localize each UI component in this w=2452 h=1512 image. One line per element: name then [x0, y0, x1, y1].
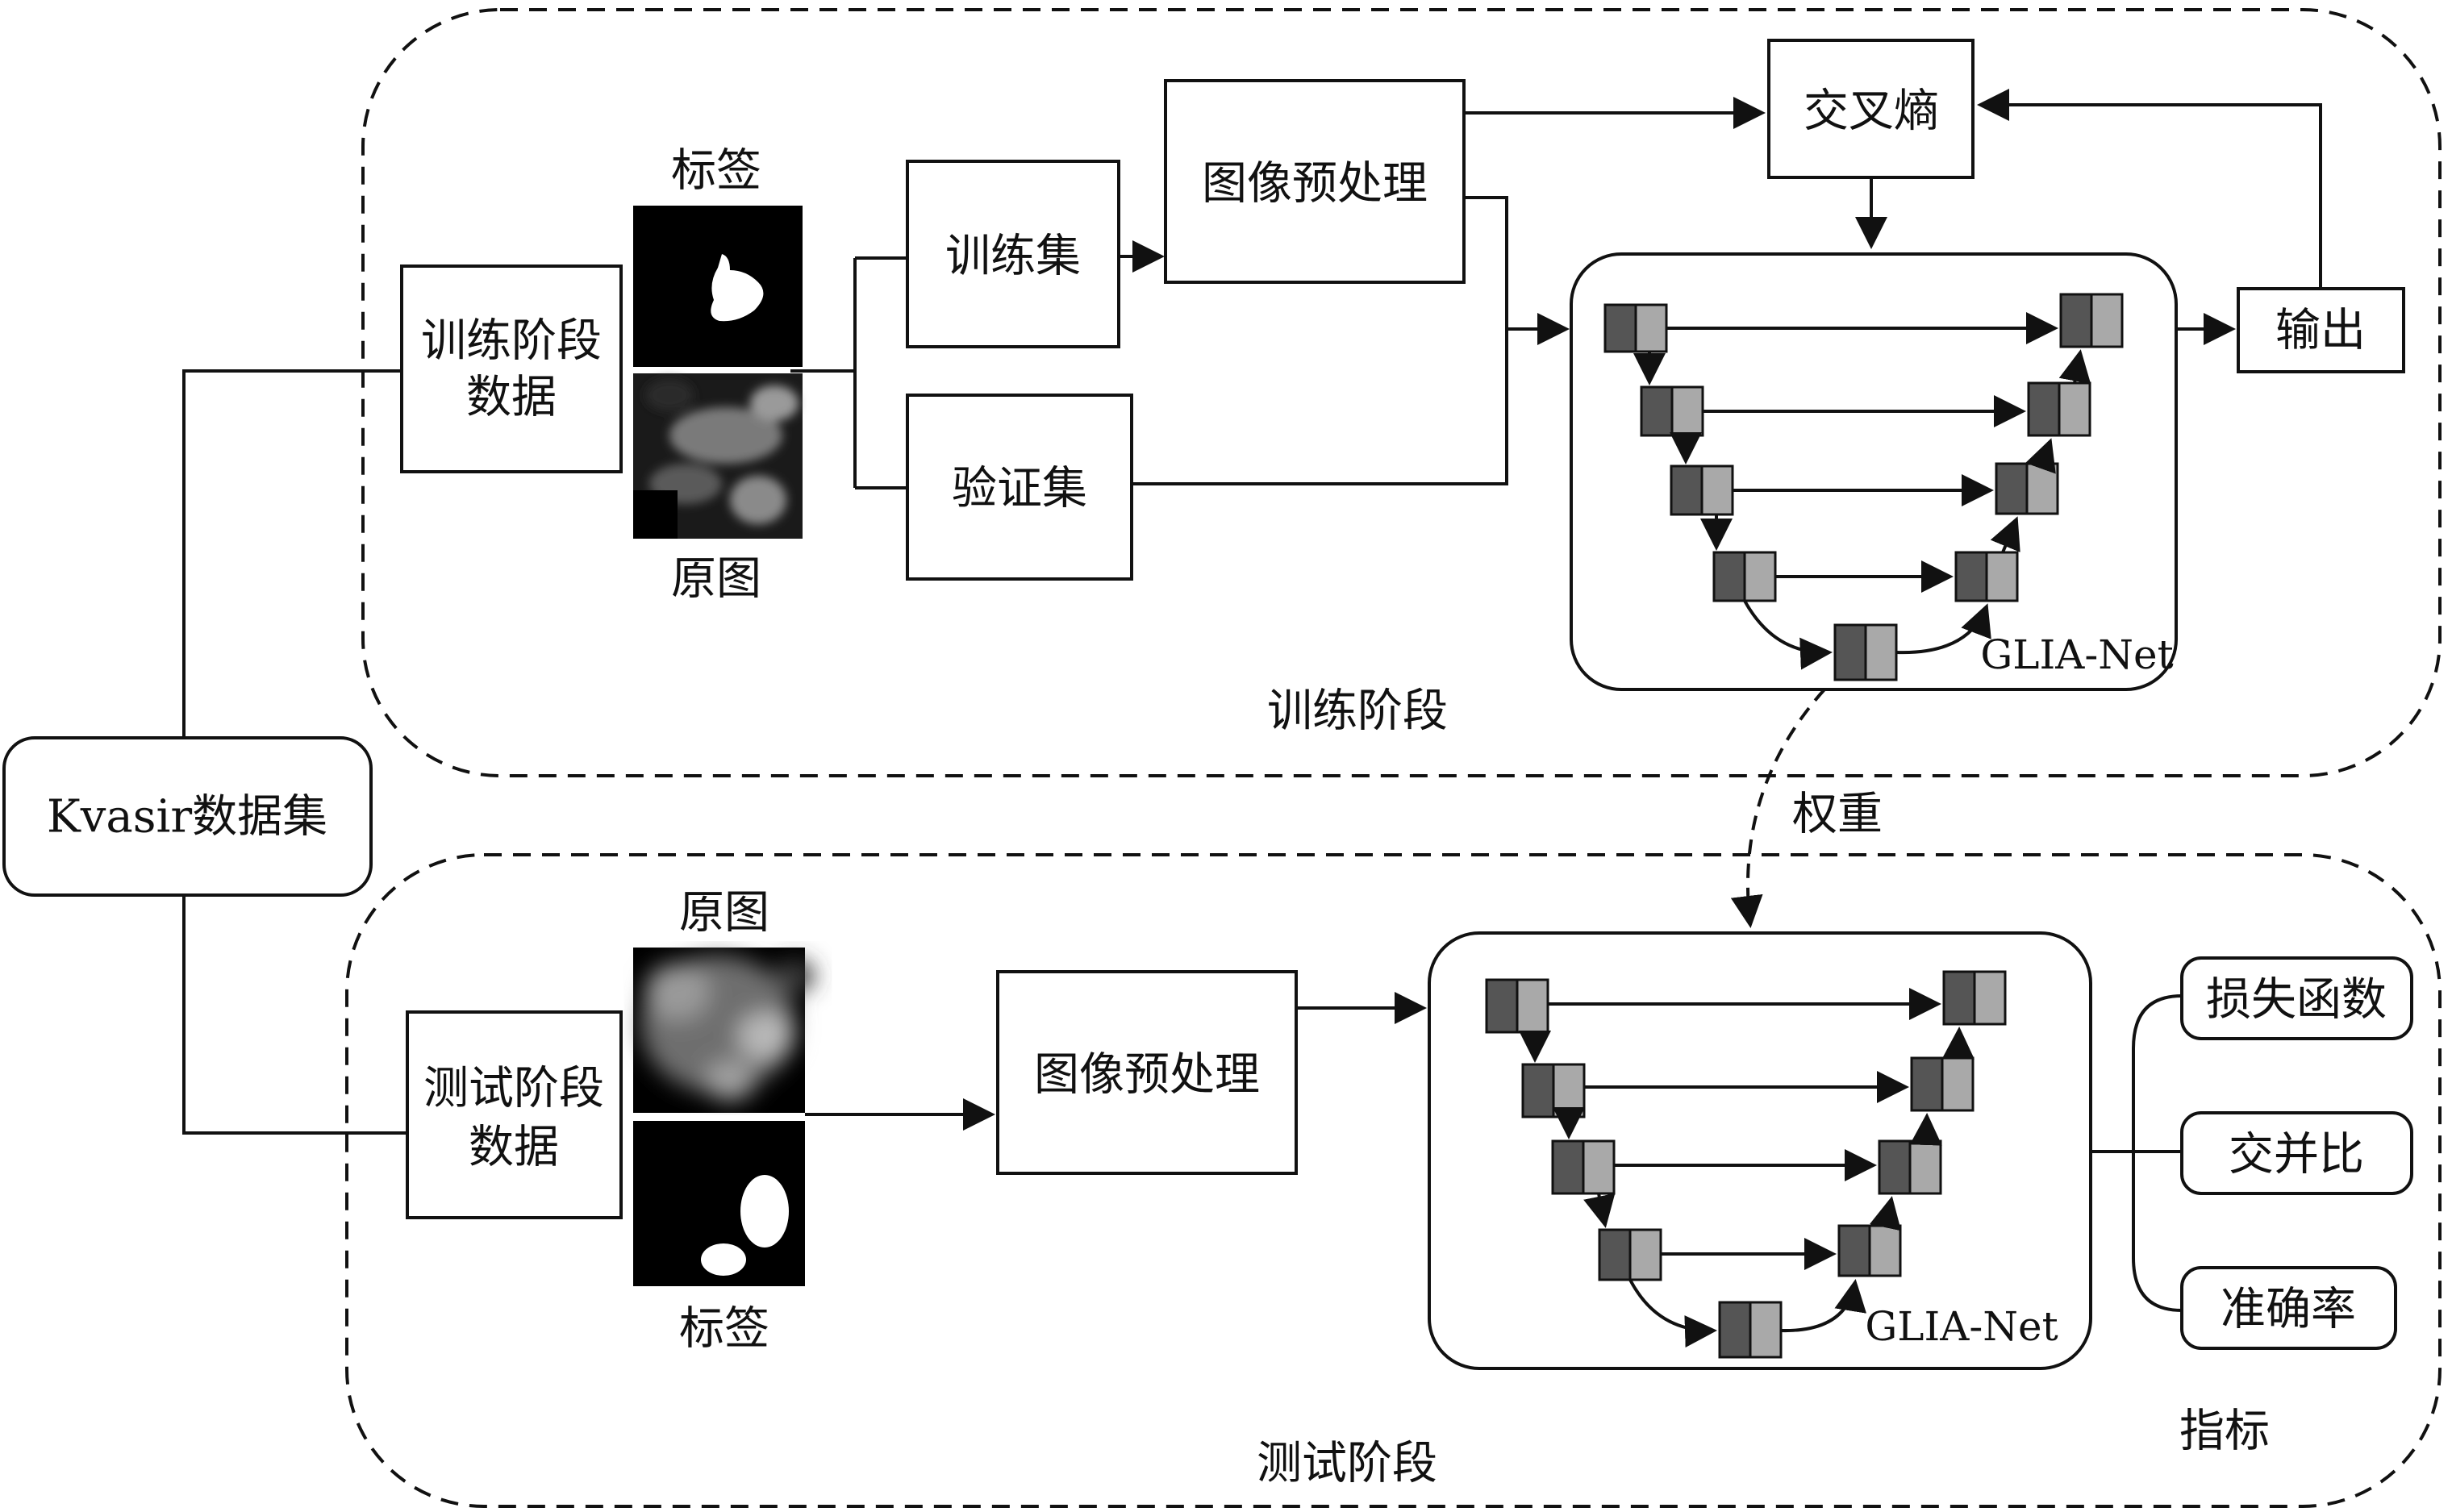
test-net-name: GLIA-Net	[1865, 1303, 2058, 1350]
train-net-connections	[1633, 312, 2091, 670]
test-data-label-line1: 测试阶段	[423, 1063, 604, 1115]
test-net-blocks	[1485, 970, 2007, 1359]
test-net-connections	[1519, 988, 1975, 1348]
metric-iou-label: 交并比	[2229, 1129, 2364, 1181]
output-box	[2237, 287, 2405, 373]
train-preprocess-box	[1164, 79, 1466, 284]
output-label: 输出	[2275, 305, 2366, 357]
output-to-loss-arrow	[1977, 89, 2322, 289]
train-region-label: 训练阶段	[1267, 685, 1448, 738]
train-data-label-line1: 训练阶段	[421, 315, 602, 368]
train-original-corner	[633, 490, 678, 539]
train-label-caption: 标签	[671, 145, 761, 198]
weights-label: 权重	[1792, 789, 1883, 841]
val-merge-line	[1132, 196, 1508, 485]
val-set-box	[906, 394, 1133, 581]
train-set-box	[906, 160, 1120, 348]
metric-accuracy-box	[2180, 1266, 2397, 1350]
metrics-title: 指标	[2179, 1406, 2270, 1458]
val-set-label: 验证集	[952, 463, 1087, 515]
test-preprocess-box	[996, 970, 1298, 1175]
metric-loss-label: 损失函数	[2206, 974, 2387, 1027]
train-data-box	[400, 264, 623, 473]
test-region-label: 测试阶段	[1257, 1438, 1437, 1490]
train-net-name: GLIA-Net	[1980, 631, 2173, 678]
dataset-label: Kvasir数据集	[47, 791, 327, 843]
dataset-to-test-line	[182, 895, 407, 1135]
train-original-caption: 原图	[671, 553, 761, 606]
train-mask-blob	[711, 254, 764, 322]
test-mask-blob-1	[740, 1175, 789, 1248]
dataset-to-train-line	[182, 369, 402, 738]
test-original-texture	[641, 956, 815, 1101]
test-data-box	[406, 1010, 623, 1219]
weights-transfer-arrow	[1730, 688, 1826, 928]
metric-accuracy-label: 准确率	[2221, 1284, 2356, 1336]
train-preprocess-label: 图像预处理	[1202, 158, 1428, 210]
train-set-label: 训练集	[945, 231, 1081, 283]
test-label-caption: 标签	[679, 1303, 769, 1356]
loss-label: 交叉熵	[1804, 85, 1939, 138]
test-original-caption: 原图	[679, 887, 769, 939]
metric-loss-box	[2180, 956, 2413, 1040]
metric-iou-box	[2180, 1111, 2413, 1195]
test-preprocess-label: 图像预处理	[1034, 1049, 1260, 1102]
train-original-texture	[645, 379, 799, 524]
test-mask-blob-2	[701, 1243, 746, 1276]
dataset-box	[2, 736, 373, 897]
test-data-label-line2: 数据	[469, 1122, 559, 1174]
train-data-label-line2: 数据	[466, 372, 557, 424]
training-stage-region	[361, 8, 2442, 777]
testing-stage-region	[345, 853, 2442, 1508]
